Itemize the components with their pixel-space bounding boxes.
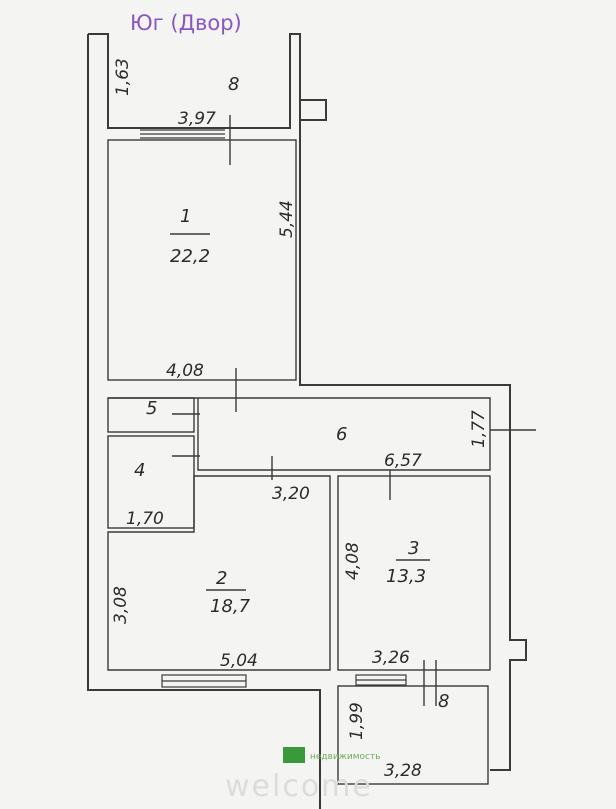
watermark-logo-icon <box>283 747 305 763</box>
balcony-top-label: 8 <box>228 74 239 95</box>
window-top <box>140 129 225 139</box>
dim-6-57: 6,57 <box>384 451 422 471</box>
balcony-bottom-outline <box>337 685 489 785</box>
dim-3-26: 3,26 <box>372 648 410 668</box>
dim-1-70: 1,70 <box>126 509 164 529</box>
room-3-number: 3 <box>408 538 419 559</box>
room-1-number: 1 <box>180 206 191 227</box>
dim-1-63: 1,63 <box>113 58 133 96</box>
room-3-outline <box>337 475 491 671</box>
orientation-title: Юг (Двор) <box>130 11 242 35</box>
room-2-outline <box>107 475 331 671</box>
window-bottom-left <box>161 674 247 688</box>
outer-wall <box>87 33 527 809</box>
dim-4-08-mid: 4,08 <box>343 542 363 580</box>
room-6-number: 6 <box>336 424 347 445</box>
dim-4-08-top: 4,08 <box>166 361 204 381</box>
room-5-outline <box>107 397 195 433</box>
corridor-6-outline <box>108 397 491 471</box>
room-1-area: 22,2 <box>170 246 210 267</box>
watermark: недвижимость welcome <box>225 747 381 804</box>
door-marks <box>172 115 536 706</box>
upper-left-wall <box>107 40 291 129</box>
room-5-number: 5 <box>146 398 157 419</box>
window-bottom-right <box>355 674 407 686</box>
watermark-brand: недвижимость <box>310 752 381 762</box>
room-4-number: 4 <box>134 460 145 481</box>
dim-3-08: 3,08 <box>111 586 131 624</box>
room-2-area: 18,7 <box>210 596 251 617</box>
dim-3-20: 3,20 <box>272 484 310 504</box>
room-2-number: 2 <box>216 568 227 589</box>
room-3-area: 13,3 <box>386 566 426 587</box>
watermark-text: welcome <box>225 769 373 804</box>
dim-3-28: 3,28 <box>384 761 422 781</box>
dim-5-44: 5,44 <box>277 200 297 238</box>
room-1-outline <box>107 139 297 381</box>
dim-1-99: 1,99 <box>347 702 367 740</box>
dim-1-77: 1,77 <box>469 410 489 448</box>
dim-3-97: 3,97 <box>178 109 216 129</box>
balcony-bottom-label: 8 <box>438 691 449 712</box>
dim-5-04: 5,04 <box>220 651 258 671</box>
